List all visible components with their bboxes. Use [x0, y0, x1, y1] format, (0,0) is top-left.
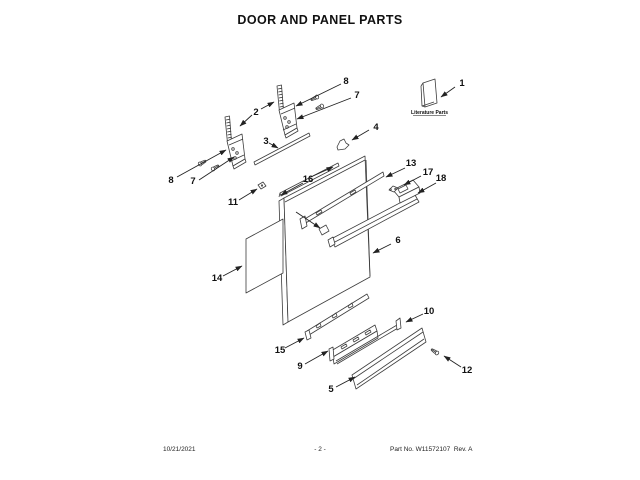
callout-4: 4 [373, 122, 379, 133]
leader-15 [284, 337, 305, 349]
leader-1 [440, 86, 456, 98]
leader-6 [372, 243, 392, 254]
callout-12: 12 [462, 365, 473, 376]
console-rail [327, 179, 421, 248]
leader-2-right [260, 101, 275, 110]
outer-door-panel [278, 155, 371, 326]
callout-8-right: 8 [343, 76, 348, 87]
footer-date: 10/21/2021 [163, 446, 196, 453]
retainer-clip [257, 181, 267, 190]
page-title: DOOR AND PANEL PARTS [237, 13, 403, 27]
leader-16-upper [312, 166, 334, 177]
screw-12 [429, 347, 440, 357]
callout-3: 3 [263, 136, 268, 147]
callout-7-right: 7 [354, 90, 359, 101]
inner-door-bottom-rail [304, 293, 370, 341]
callout-8-left: 8 [168, 175, 173, 186]
lower-access-panel [351, 327, 427, 390]
leader-8-left [176, 149, 227, 178]
callout-1: 1 [459, 78, 465, 89]
literature-booklet [420, 78, 438, 108]
callout-7-left: 7 [190, 176, 195, 187]
callout-11: 11 [228, 197, 239, 208]
callout-numbers: 1 2 3 4 5 6 7 8 7 8 9 10 11 12 13 14 15 … [168, 76, 472, 395]
thin-panel-strip [335, 317, 402, 365]
leader-9 [304, 350, 329, 365]
door-clip-bracket [336, 138, 350, 151]
literature-parts-label: Literature Parts [411, 110, 448, 116]
callout-5: 5 [328, 384, 334, 395]
callout-6: 6 [395, 235, 400, 246]
callout-9: 9 [297, 361, 302, 372]
hinge-link-rod [253, 132, 311, 166]
callout-10: 10 [424, 306, 435, 317]
leader-8-right [295, 83, 342, 107]
leader-4 [351, 129, 370, 141]
latch-keeper [388, 185, 399, 193]
callout-15: 15 [275, 345, 286, 356]
callout-14: 14 [212, 273, 223, 284]
rail-end-bracket [318, 224, 330, 236]
callout-16: 16 [303, 174, 314, 185]
leader-11 [238, 188, 258, 201]
leader-rail-bracket [295, 211, 321, 229]
leader-5 [335, 376, 356, 388]
leader-14 [222, 265, 243, 277]
diagram-art [197, 78, 440, 390]
leader-10 [405, 313, 424, 323]
callout-18: 18 [436, 173, 447, 184]
leader-13 [385, 167, 406, 178]
leader-7-left [198, 156, 235, 181]
screw-7-right [314, 103, 325, 112]
right-door-hinge [276, 84, 299, 139]
leader-16-lower [280, 182, 304, 196]
footer-page-number: - 2 - [314, 446, 326, 453]
footer-part-number: Part No. W11572107 Rev. A [390, 446, 473, 453]
inner-door-insert-panel [245, 218, 284, 294]
leader-17 [403, 175, 422, 186]
leader-2-left [239, 114, 253, 127]
leader-7-right [296, 97, 352, 120]
callout-2: 2 [253, 107, 258, 118]
callout-leaders [176, 83, 462, 388]
access-panel-bracket [328, 324, 379, 365]
callout-13: 13 [406, 158, 417, 169]
callout-17: 17 [423, 167, 434, 178]
leader-3 [268, 142, 279, 149]
leader-18 [417, 182, 437, 194]
leader-12 [443, 355, 462, 368]
